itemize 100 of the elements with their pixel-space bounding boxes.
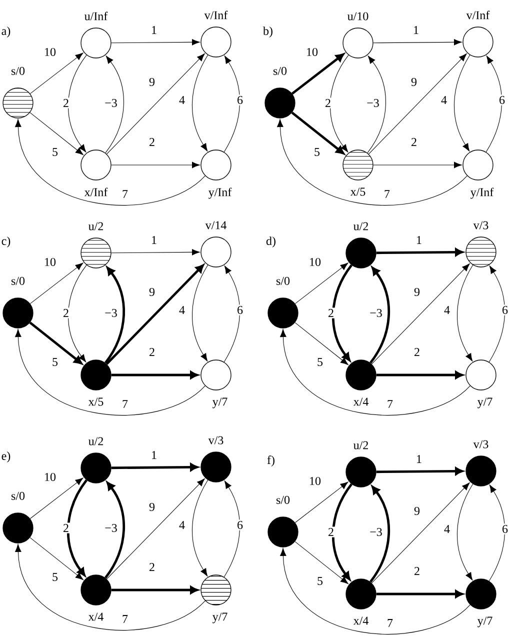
edge-label: 4 (442, 304, 452, 316)
graph-node: v/Inf (200, 10, 232, 58)
arrow (376, 248, 464, 256)
node-label: s/0 (12, 276, 25, 285)
panel-label: a) (2, 26, 10, 38)
node-label: u/2 (88, 437, 103, 446)
arrow (224, 56, 240, 152)
arrow (294, 322, 348, 366)
edge-label: 2 (62, 308, 70, 318)
edge-label: 9 (148, 76, 156, 88)
edge-label: 2 (326, 308, 336, 318)
edge-label: 6 (236, 94, 244, 106)
node-label: y/7 (212, 612, 228, 624)
graph-node: y/7 (466, 360, 496, 408)
graph-node: v/14 (200, 221, 232, 268)
arrow (30, 537, 84, 580)
edge-label: 5 (316, 356, 324, 368)
arrow (277, 119, 468, 206)
panel-label: b) (263, 26, 272, 38)
arrow (376, 590, 464, 598)
node-label: x/4 (353, 616, 368, 625)
edge-label: 2 (412, 346, 422, 358)
arrow (376, 371, 464, 379)
arrow (294, 482, 348, 523)
arrow (192, 480, 208, 576)
graph-node: y/Inf (462, 150, 494, 199)
panel-label: d) (266, 236, 276, 248)
node-label: v/Inf (466, 10, 490, 20)
arrow (106, 264, 204, 365)
arrow (111, 39, 200, 46)
graph-node: x/Inf (80, 150, 112, 196)
node-label: s/0 (276, 496, 290, 504)
edge-label: 7 (120, 398, 130, 410)
graph-node: s/0 (2, 66, 34, 118)
edge-label: 2 (410, 136, 418, 148)
graph-node: u/2 (346, 441, 376, 488)
arrow (15, 329, 206, 416)
edge-label: 6 (498, 94, 506, 106)
edge-label: −3 (103, 308, 119, 318)
arrow (291, 53, 344, 95)
arrow (106, 53, 205, 154)
edge-label: 1 (150, 24, 158, 36)
edge-label: −3 (103, 522, 119, 534)
edge-label: 5 (312, 146, 322, 158)
arrow (280, 329, 470, 416)
arrow (111, 586, 198, 594)
edge-label: 1 (150, 234, 158, 246)
edge-label: 6 (236, 304, 244, 316)
graph-node: u/10 (342, 12, 374, 58)
arrow (111, 249, 200, 256)
node-label: x/5 (350, 188, 366, 196)
arrow (29, 322, 82, 364)
graph-node: x/4 (80, 574, 112, 621)
edge-label: 6 (500, 524, 510, 534)
edge-label: 7 (386, 398, 394, 410)
node-label: x/Inf (84, 188, 108, 196)
panel-label: c) (2, 236, 10, 248)
graph-node: y/7 (200, 360, 232, 408)
edge-label: 4 (178, 304, 186, 316)
edge-label: 2 (324, 98, 332, 108)
node-label: y/7 (477, 398, 492, 408)
graph-node: x/5 (342, 150, 374, 196)
edge-label: 1 (414, 234, 424, 246)
graph-node: v/3 (200, 436, 232, 482)
arrow (291, 112, 344, 154)
arrow (457, 484, 474, 580)
edge-label: 9 (148, 502, 156, 512)
arrow (224, 480, 240, 578)
edge-label: 2 (326, 526, 336, 538)
arrow (104, 482, 125, 579)
arrow (294, 541, 348, 584)
node-label: y/7 (477, 616, 492, 628)
graph-node: s/0 (268, 276, 298, 328)
graph-node: s/0 (2, 492, 34, 544)
arrow (192, 264, 208, 362)
graph-node: u/Inf (80, 12, 112, 58)
graph-node: s/0 (264, 66, 296, 118)
arrow (15, 544, 206, 630)
node-label: x/4 (353, 398, 368, 406)
arrow (332, 483, 353, 580)
edge-label: 5 (50, 356, 60, 368)
arrow (68, 54, 87, 152)
arrow (111, 162, 200, 168)
arrow (330, 54, 349, 152)
graph-node: y/7 (200, 574, 232, 624)
arrow (454, 54, 470, 152)
edge-label: 9 (148, 286, 156, 298)
arrow (376, 467, 464, 476)
graph-node: v/Inf (462, 10, 494, 58)
arrow (68, 264, 87, 362)
arrow (30, 112, 84, 156)
graph-node: s/0 (268, 496, 298, 548)
arrow (332, 264, 353, 362)
node-label: u/2 (353, 441, 368, 450)
arrow (488, 266, 505, 362)
node-label: v/14 (205, 221, 226, 230)
graph-node: y/Inf (200, 150, 232, 199)
edge-label: 7 (386, 618, 394, 628)
edge-label: 7 (120, 614, 130, 624)
edge-label: 6 (236, 520, 244, 530)
